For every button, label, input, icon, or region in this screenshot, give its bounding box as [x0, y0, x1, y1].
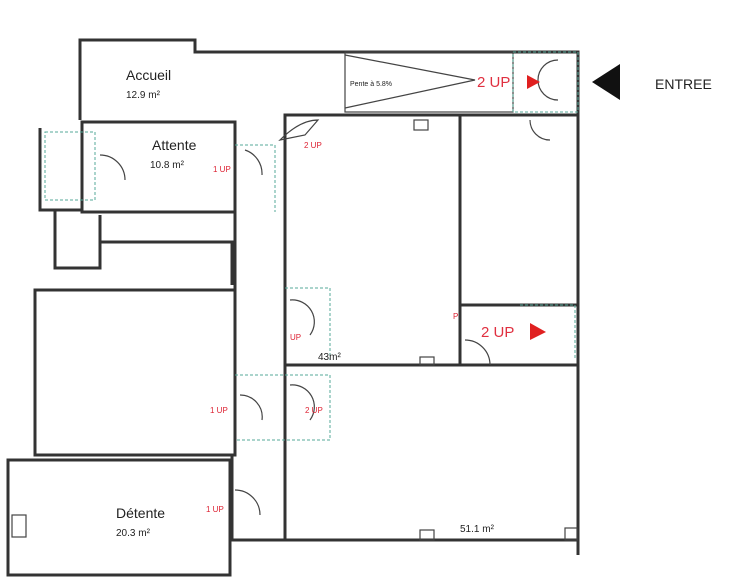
step-label: 2 UP [304, 141, 322, 150]
walls [6, 38, 580, 577]
right-arrow-icon [530, 323, 546, 340]
step-label: 1 UP [213, 165, 231, 174]
step-label: 2 UP [305, 406, 323, 415]
entrance-arrow-icon[interactable] [592, 64, 620, 100]
step-label-large: 2 UP [481, 324, 514, 341]
room-area-bottom: 51.1 m² [460, 524, 495, 535]
doors [44, 119, 576, 516]
room-name-detente: Détente [116, 505, 165, 521]
step-label: P [453, 312, 458, 321]
ramp-up-label: 2 UP [477, 74, 510, 91]
room-area-accueil: 12.9 m² [126, 90, 161, 101]
pillars [11, 119, 578, 541]
step-label: UP [290, 333, 301, 342]
room-name-accueil: Accueil [126, 67, 171, 83]
ramp [344, 51, 579, 113]
ramp-label: Pente à 5.8% [350, 81, 392, 88]
step-label: 1 UP [206, 505, 224, 514]
room-name-attente: Attente [152, 137, 197, 153]
room-area-detente: 20.3 m² [116, 528, 151, 539]
room-area-central: 43m² [318, 352, 341, 363]
step-label: 1 UP [210, 406, 228, 415]
room-area-attente: 10.8 m² [150, 160, 185, 171]
entrance-label[interactable]: ENTREE [655, 76, 712, 92]
ramp-arrow-icon [527, 75, 540, 89]
